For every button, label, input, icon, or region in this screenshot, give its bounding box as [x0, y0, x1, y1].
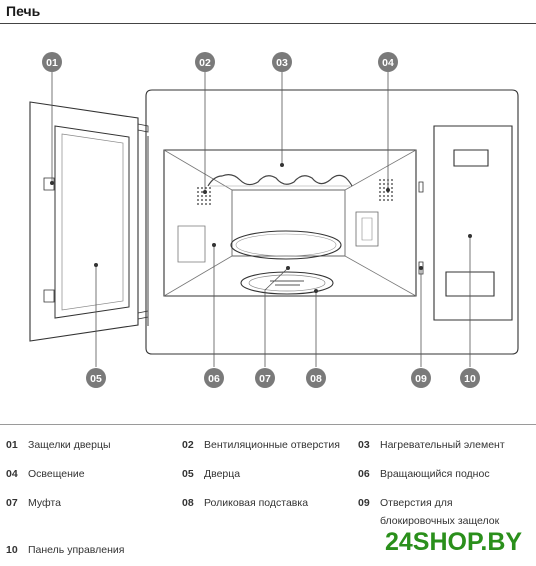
svg-text:01: 01	[46, 57, 58, 69]
svg-text:09: 09	[415, 373, 427, 385]
turntable	[230, 230, 342, 260]
legend-num: 01	[6, 439, 18, 451]
lock-hole-bottom	[418, 261, 424, 275]
legend-num: 10	[6, 544, 18, 556]
legend-text: Роликовая подставка	[204, 497, 309, 509]
heating-element	[207, 174, 353, 187]
legend-num: 07	[6, 497, 18, 509]
legend-item-01: 01 Защелки дверцы	[6, 436, 111, 454]
legend-num: 02	[182, 439, 194, 451]
callout-05: 05	[86, 368, 106, 388]
door-window	[54, 125, 130, 319]
legend-text: Освещение	[28, 468, 85, 480]
oven-body	[145, 89, 519, 355]
roller-ring	[240, 271, 334, 295]
legend-num: 05	[182, 468, 194, 480]
svg-text:05: 05	[90, 373, 102, 385]
oven-diagram: 01 02 03 04 05 06 07 08 09 10	[29, 52, 519, 388]
svg-text:02: 02	[199, 57, 211, 69]
legend-text: Нагревательный элемент	[380, 439, 505, 451]
legend-num: 03	[358, 439, 370, 451]
door-release-button	[445, 271, 495, 297]
legend-divider	[0, 424, 536, 425]
legend-text: Защелки дверцы	[28, 439, 111, 451]
callout-03: 03	[272, 52, 292, 72]
legend-num: 09	[358, 497, 370, 509]
legend-item-09: 09 Отверстия для блокировочных защелок	[358, 494, 506, 530]
legend-item-08: 08 Роликовая подставка	[182, 494, 308, 512]
vent-holes-right	[379, 179, 393, 201]
svg-text:03: 03	[276, 57, 288, 69]
watermark-logo: 24SHOP.BY	[385, 528, 523, 556]
vent-holes-left	[197, 187, 211, 205]
legend-item-03: 03 Нагревательный элемент	[358, 436, 505, 454]
legend-text: Вентиляционные отверстия	[204, 439, 340, 451]
door-latch-top	[43, 177, 55, 191]
legend-item-04: 04 Освещение	[6, 465, 85, 483]
legend-num: 06	[358, 468, 370, 480]
callout-06: 06	[204, 368, 224, 388]
display-window	[453, 149, 489, 167]
legend-item-07: 07 Муфта	[6, 494, 61, 512]
legend-text: Муфта	[28, 497, 61, 509]
legend-item-10: 10 Панель управления	[6, 541, 124, 559]
svg-text:04: 04	[382, 57, 394, 69]
legend-item-02: 02 Вентиляционные отверстия	[182, 436, 340, 454]
door-latch-bottom	[43, 289, 55, 303]
callout-01: 01	[42, 52, 62, 72]
door-outline	[29, 101, 139, 342]
legend-text: Дверца	[204, 468, 241, 480]
legend-num: 04	[6, 468, 18, 480]
lock-hole-top	[418, 181, 424, 193]
control-panel	[433, 125, 513, 321]
svg-text:08: 08	[310, 373, 322, 385]
svg-text:06: 06	[208, 373, 220, 385]
callout-10: 10	[460, 368, 480, 388]
page-title: Печь	[6, 3, 41, 19]
legend-item-05: 05 Дверца	[182, 465, 240, 483]
legend-text: Отверстия для блокировочных защелок	[380, 497, 500, 527]
callout-09: 09	[411, 368, 431, 388]
legend-item-06: 06 Вращающийся поднос	[358, 465, 490, 483]
callout-07: 07	[255, 368, 275, 388]
callout-02: 02	[195, 52, 215, 72]
svg-text:07: 07	[259, 373, 271, 385]
callout-04: 04	[378, 52, 398, 72]
legend-num: 08	[182, 497, 194, 509]
callout-08: 08	[306, 368, 326, 388]
legend-text: Вращающийся поднос	[380, 468, 490, 480]
svg-text:10: 10	[464, 373, 476, 385]
legend-text: Панель управления	[28, 544, 125, 556]
title-divider	[0, 23, 536, 24]
